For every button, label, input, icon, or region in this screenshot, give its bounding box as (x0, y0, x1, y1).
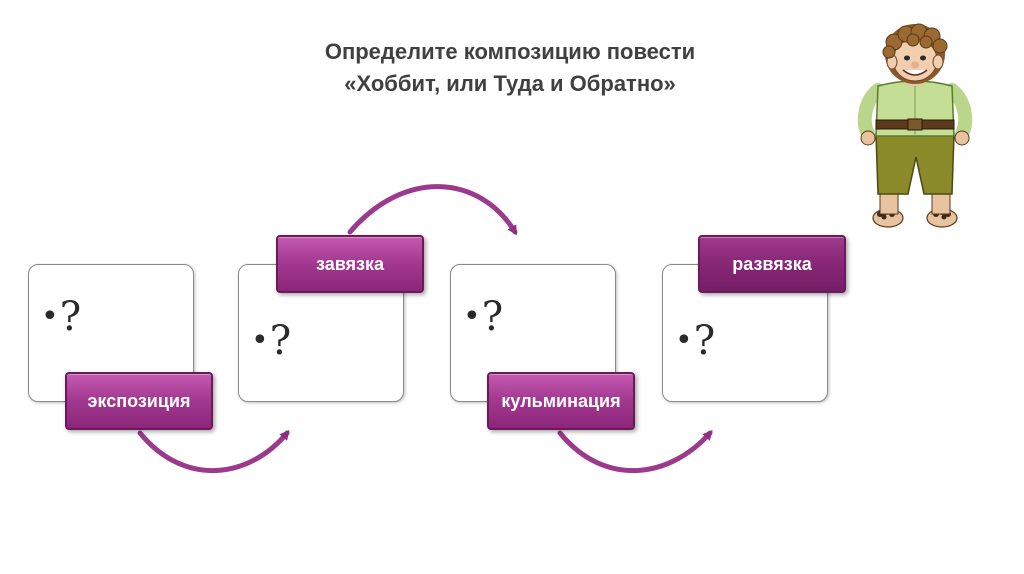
label-resolution[interactable]: развязка (698, 235, 846, 293)
title-line-1: Определите композицию повести (324, 39, 696, 64)
arrow-climax-to-resolution (557, 430, 713, 474)
card-placeholder: •? (251, 318, 292, 364)
arrow-plot-to-climax (347, 184, 518, 236)
slide-title: Определите композицию повести «Хоббит, и… (200, 36, 820, 100)
bullet-icon: • (251, 323, 269, 358)
label-plot[interactable]: завязка (276, 235, 424, 293)
card-placeholder: •? (675, 318, 716, 364)
label-exposition[interactable]: экспозиция (65, 372, 213, 430)
bullet-icon: • (675, 323, 693, 358)
card-placeholder: •? (41, 294, 82, 340)
title-line-2: «Хоббит, или Туда и Обратно» (344, 71, 676, 96)
bullet-icon: • (41, 299, 59, 334)
hobbit-icon (857, 23, 973, 228)
label-climax[interactable]: кульминация (487, 372, 635, 430)
arrow-exposition-to-plot (137, 429, 290, 473)
bullet-icon: • (463, 299, 481, 334)
card-placeholder: •? (463, 294, 504, 340)
